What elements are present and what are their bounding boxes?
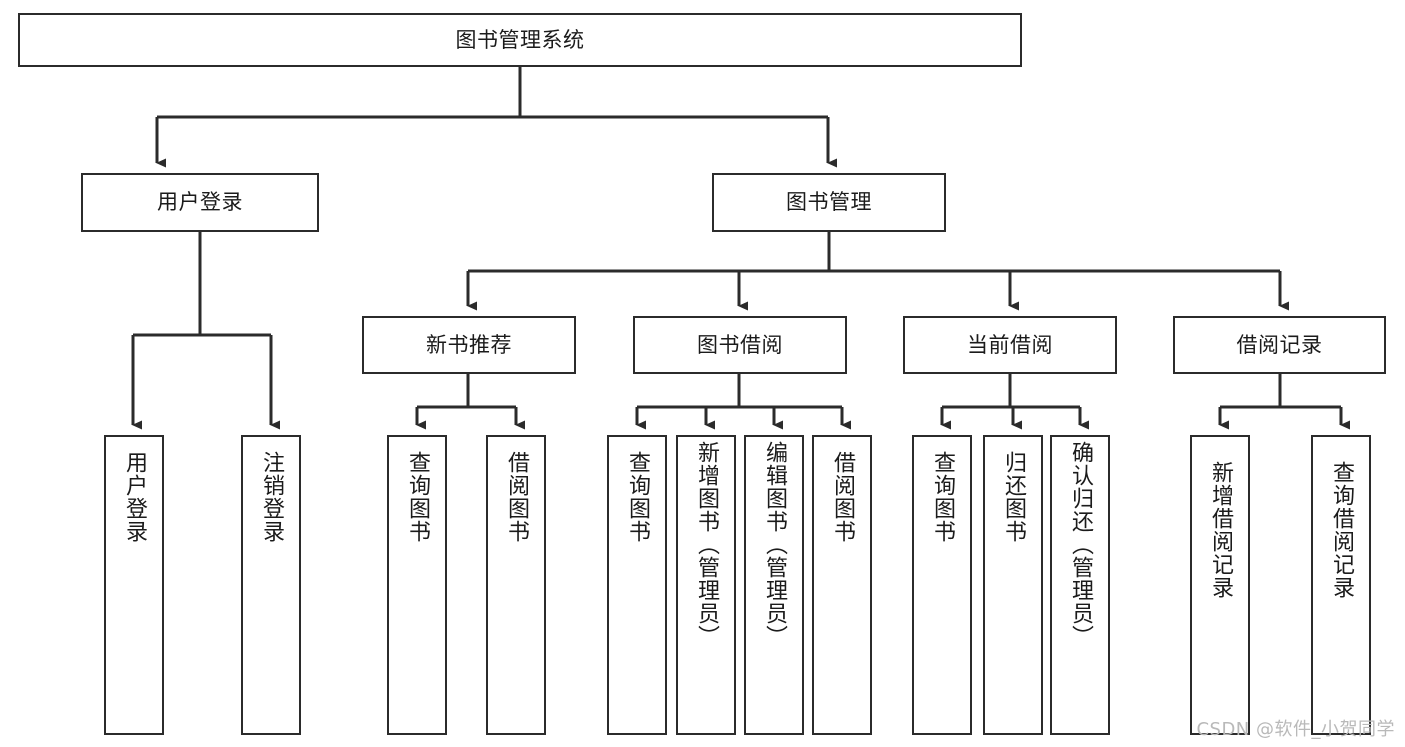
leaf-confirm-return-admin-label: 确认归还（管理员） — [1067, 441, 1093, 648]
leaf-query-borrow-record[interactable]: 查询借阅记录 — [1311, 435, 1371, 735]
node-book-borrow-label: 图书借阅 — [697, 332, 783, 357]
leaf-query-book-current-label: 查询图书 — [929, 451, 955, 543]
leaf-query-book-borrow[interactable]: 查询图书 — [607, 435, 667, 735]
node-borrow-record-label: 借阅记录 — [1236, 332, 1323, 357]
leaf-return-book-label: 归还图书 — [1000, 451, 1026, 543]
leaf-borrow-book[interactable]: 借阅图书 — [812, 435, 872, 735]
leaf-borrow-book-label: 借阅图书 — [829, 451, 855, 543]
leaf-return-book[interactable]: 归还图书 — [983, 435, 1043, 735]
leaf-query-book-current[interactable]: 查询图书 — [912, 435, 972, 735]
leaf-query-book-recommend-label: 查询图书 — [404, 451, 430, 543]
node-current-borrow-label: 当前借阅 — [967, 332, 1053, 357]
leaf-edit-book-admin[interactable]: 编辑图书（管理员） — [744, 435, 804, 735]
node-user-login-label: 用户登录 — [157, 190, 243, 215]
node-book-borrow[interactable]: 图书借阅 — [633, 316, 847, 374]
leaf-query-book-borrow-label: 查询图书 — [624, 451, 650, 543]
watermark: CSDN @软件_小贺同学 — [1196, 719, 1395, 740]
leaf-user-login[interactable]: 用户登录 — [104, 435, 164, 735]
leaf-borrow-book-recommend-label: 借阅图书 — [503, 451, 529, 543]
leaf-add-book-admin[interactable]: 新增图书（管理员） — [676, 435, 736, 735]
node-user-login[interactable]: 用户登录 — [81, 173, 319, 232]
leaf-add-borrow-record-label: 新增借阅记录 — [1207, 461, 1233, 599]
leaf-user-login-label: 用户登录 — [121, 451, 147, 543]
leaf-add-book-admin-label: 新增图书（管理员） — [693, 441, 719, 648]
leaf-logout[interactable]: 注销登录 — [241, 435, 301, 735]
node-root-label: 图书管理系统 — [455, 27, 585, 52]
node-root[interactable]: 图书管理系统 — [18, 13, 1022, 67]
node-book-management[interactable]: 图书管理 — [712, 173, 946, 232]
node-borrow-record[interactable]: 借阅记录 — [1173, 316, 1386, 374]
leaf-confirm-return-admin[interactable]: 确认归还（管理员） — [1050, 435, 1110, 735]
leaf-query-book-recommend[interactable]: 查询图书 — [387, 435, 447, 735]
leaf-logout-label: 注销登录 — [258, 451, 284, 543]
node-current-borrow[interactable]: 当前借阅 — [903, 316, 1117, 374]
leaf-borrow-book-recommend[interactable]: 借阅图书 — [486, 435, 546, 735]
node-new-book-recommend[interactable]: 新书推荐 — [362, 316, 576, 374]
node-book-management-label: 图书管理 — [786, 190, 872, 215]
node-new-book-recommend-label: 新书推荐 — [426, 332, 512, 357]
leaf-add-borrow-record[interactable]: 新增借阅记录 — [1190, 435, 1250, 735]
leaf-query-borrow-record-label: 查询借阅记录 — [1328, 461, 1354, 599]
leaf-edit-book-admin-label: 编辑图书（管理员） — [761, 441, 787, 648]
